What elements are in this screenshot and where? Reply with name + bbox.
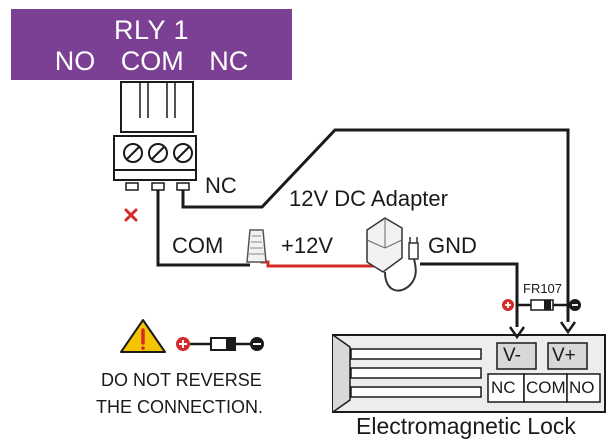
lock-com-label: COM — [526, 378, 566, 397]
screw-com — [148, 143, 168, 163]
lock-title: Electromagnetic Lock — [356, 413, 576, 439]
diode-label: FR107 — [523, 281, 563, 296]
adapter-label: 12V DC Adapter — [289, 186, 448, 211]
relay-title: RLY 1 — [113, 15, 190, 45]
diode-polarity-icon — [176, 337, 264, 351]
lock-nc-label: NC — [491, 378, 516, 397]
nc-wire — [181, 128, 570, 322]
not-connected-x-icon — [124, 208, 138, 222]
gnd-label: GND — [428, 233, 477, 258]
relay-pins: NO COM NC — [54, 46, 249, 76]
screw-nc — [173, 143, 193, 163]
diode-fr107-icon — [530, 299, 554, 311]
plus-terminal-icon — [502, 299, 514, 311]
warning-icon — [120, 319, 166, 353]
nc-wire-label: NC — [205, 173, 237, 198]
wire-connector-icon — [246, 229, 267, 263]
power-adapter-icon — [366, 217, 419, 292]
screw-no — [123, 143, 143, 163]
com-wire-label: COM — [172, 233, 224, 258]
gnd-wire — [420, 262, 519, 327]
warning-line-2: THE CONNECTION. — [96, 397, 264, 417]
relay-header: RLY 1 NO COM NC — [11, 9, 292, 80]
plus12-label: +12V — [281, 233, 333, 258]
lock-v-plus-label: V+ — [552, 345, 576, 366]
electromagnetic-lock — [332, 321, 606, 413]
com-wire — [156, 190, 250, 267]
terminal-block — [113, 81, 197, 191]
minus-terminal-icon — [569, 299, 581, 311]
lock-no-label: NO — [569, 378, 595, 397]
lock-v-minus-label: V- — [503, 345, 521, 366]
warning-line-1: DO NOT REVERSE — [101, 370, 262, 390]
